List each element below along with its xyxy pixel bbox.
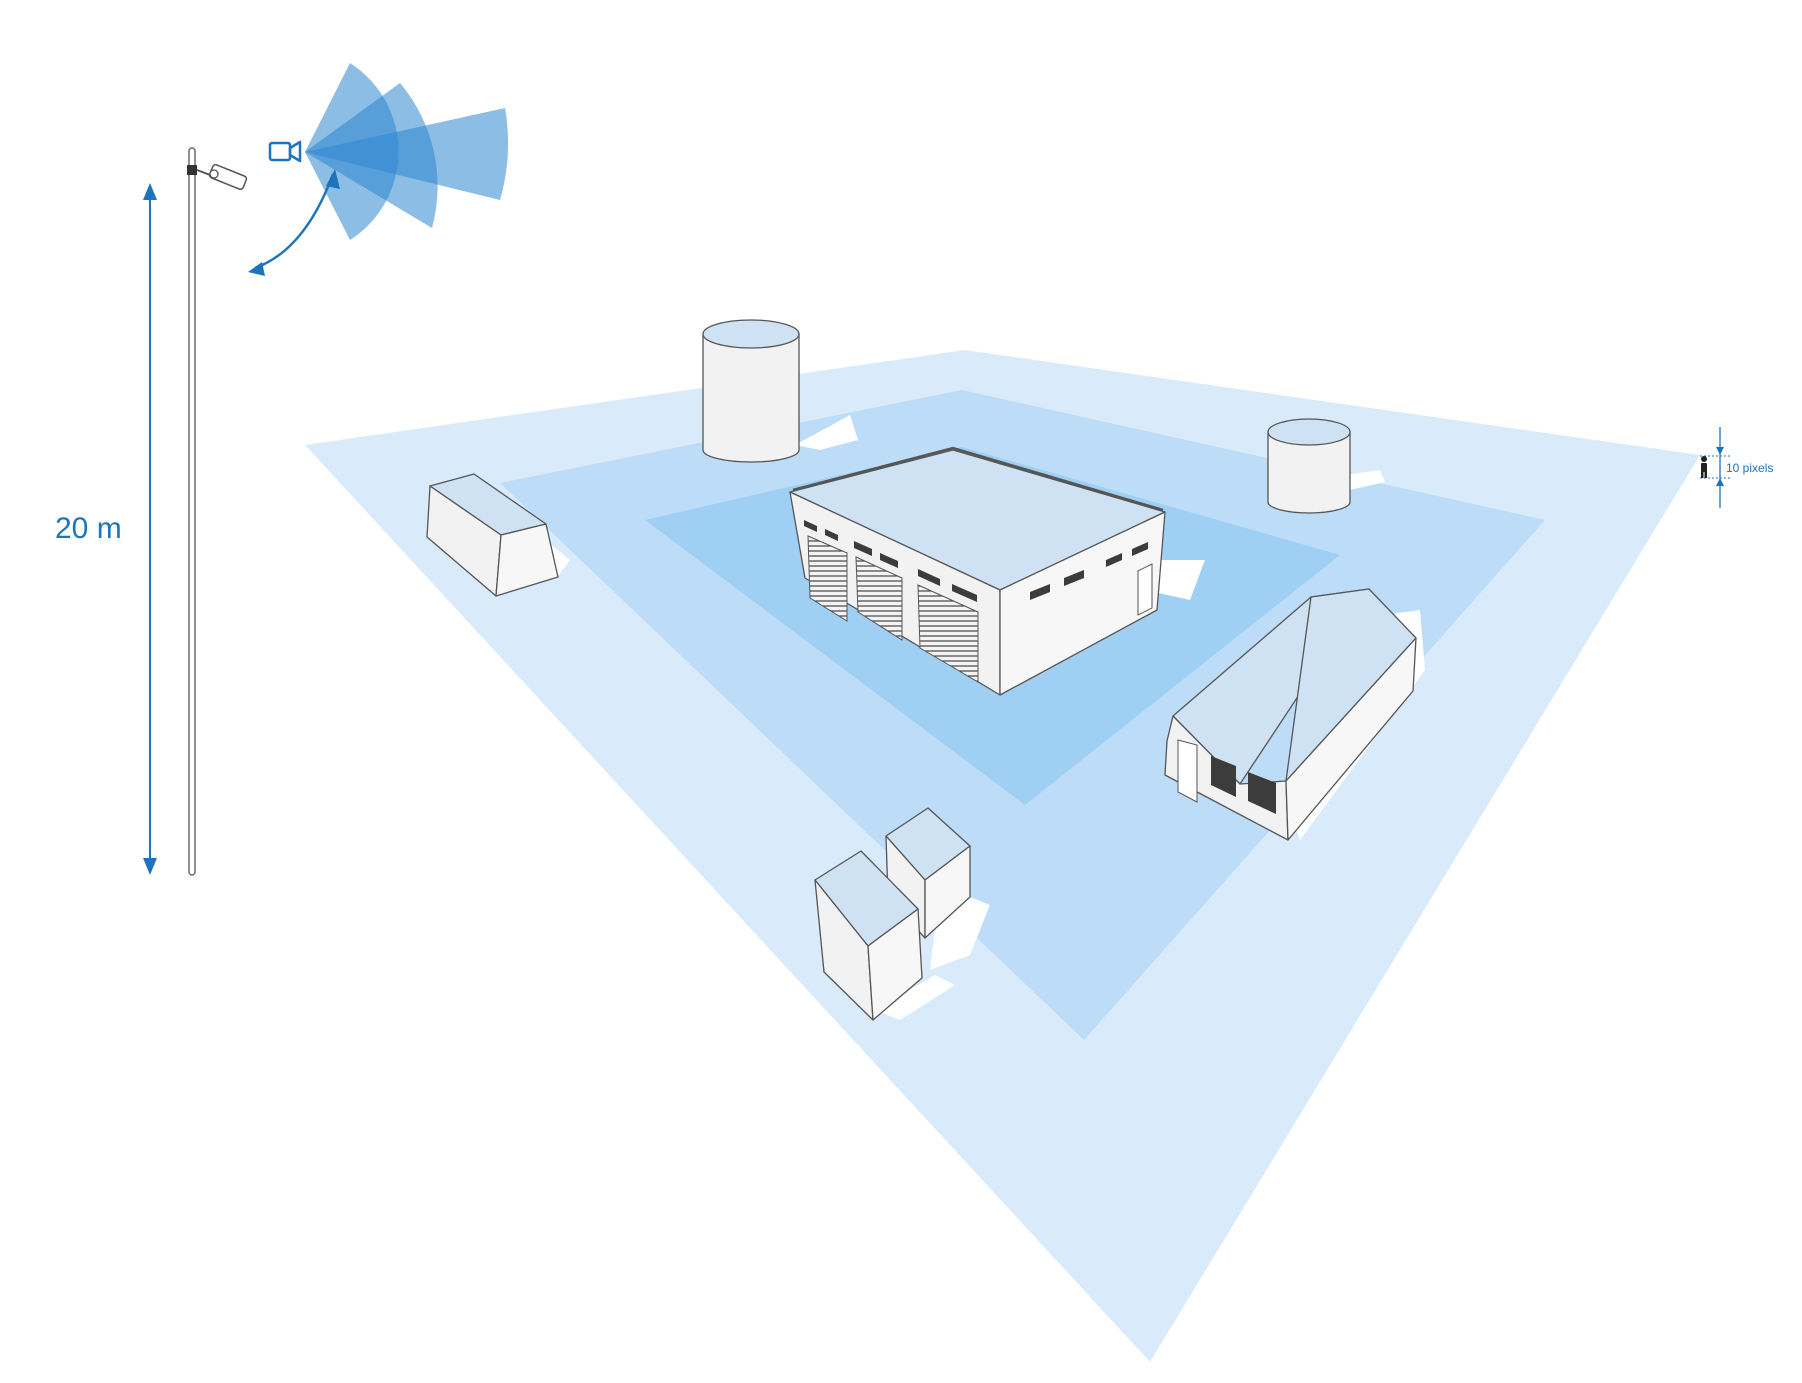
- field-of-view-fan: [305, 63, 509, 240]
- pole-camera-icon: [208, 163, 248, 191]
- resolution-marker: [1700, 427, 1732, 508]
- hall-window-2: [1248, 772, 1276, 814]
- warehouse-windows-right: [1030, 542, 1148, 600]
- hall-window-1: [1211, 756, 1236, 797]
- warehouse-side-door: [1137, 563, 1153, 616]
- small-block-front: [814, 850, 923, 1021]
- tilt-arrow-head-bottom: [248, 262, 265, 276]
- main-warehouse: [789, 446, 1166, 696]
- storage-tank-large: [702, 319, 800, 463]
- camera-pole: [187, 147, 248, 876]
- container-left: [426, 473, 559, 597]
- height-label: 20 m: [55, 512, 122, 545]
- tilt-arrow: [254, 173, 335, 270]
- gabled-hall: [1164, 588, 1417, 841]
- height-dimension: [143, 183, 157, 875]
- tilt-arrow-head-top: [326, 169, 340, 189]
- storage-tank-small: [1267, 418, 1351, 514]
- hall-door: [1177, 739, 1198, 803]
- person-icon: [1701, 456, 1707, 478]
- resolution-label: 10 pixels: [1726, 461, 1773, 475]
- warehouse-windows-left: [804, 520, 977, 602]
- warehouse-shutter-doors: [807, 535, 979, 683]
- video-camera-icon: [268, 140, 302, 163]
